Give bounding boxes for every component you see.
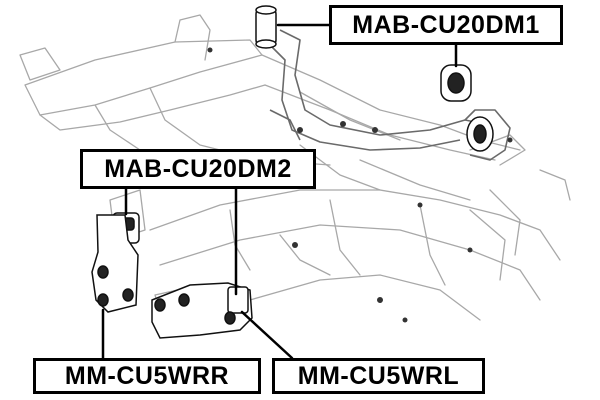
mount-wrr — [91, 214, 139, 313]
bushing-parts — [91, 5, 494, 339]
part-label-mab-cu20dm2: MAB-CU20DM2 — [80, 149, 316, 189]
upper-arm — [269, 29, 511, 161]
part-label-mm-cu5wrl: MM-CU5WRL — [272, 358, 485, 394]
leader-lines — [101, 23, 458, 360]
mount-wrl — [151, 282, 253, 339]
part-label-mm-cu5wrr: MM-CU5WRR — [33, 358, 261, 394]
frame-holes — [207, 47, 513, 323]
part-label-mab-cu20dm1: MAB-CU20DM1 — [329, 5, 563, 45]
leader-wrl — [240, 310, 294, 360]
